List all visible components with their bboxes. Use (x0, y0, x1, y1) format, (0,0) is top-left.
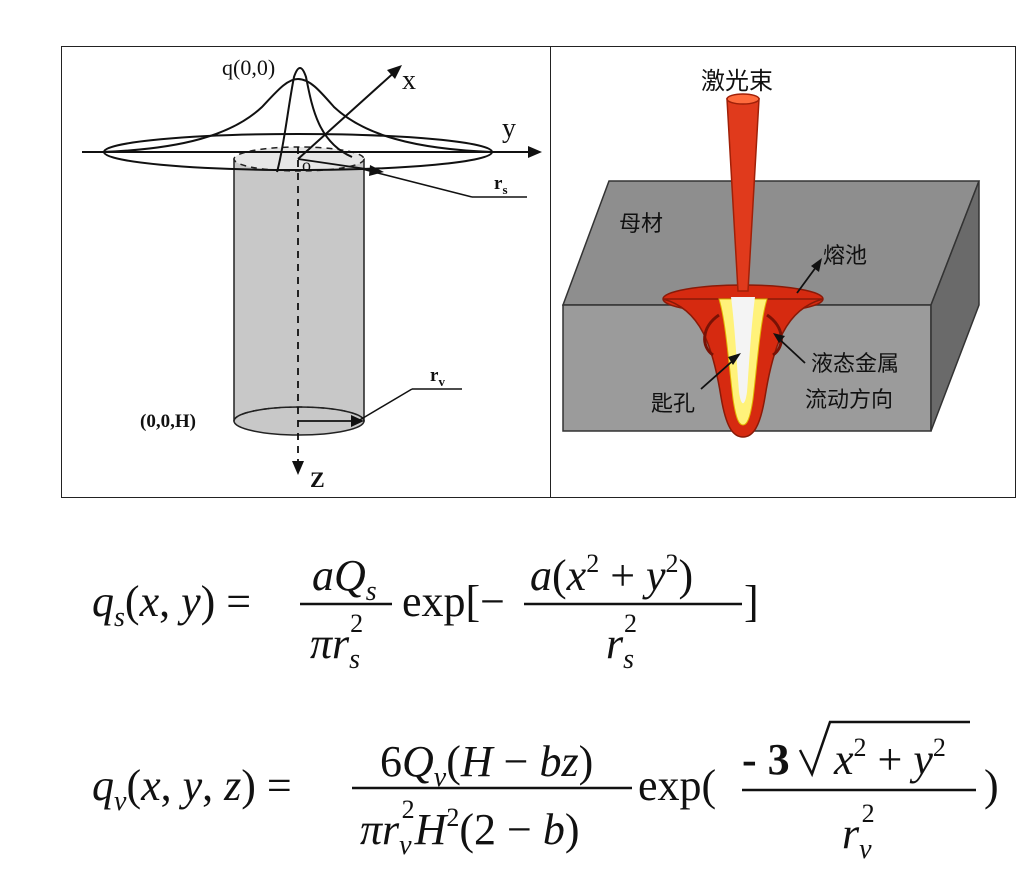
z-axis-arrow (292, 461, 304, 475)
pool-leader-head (811, 258, 822, 272)
volume-cylinder-bottom-back (233, 406, 365, 422)
laser-beam-label: 激光束 (701, 67, 773, 95)
x-axis-arrow (387, 65, 402, 79)
laser-welding-panel: 激光束 母材 熔池 液态金属 流动方向 匙孔 (550, 46, 1016, 498)
flow-arrow-left (703, 313, 720, 357)
laser-beam-top (726, 93, 760, 105)
heat-source-model-diagram: q(0,0) x y o rs rv (0,0,H) Z (82, 55, 542, 492)
volume-heat-formula: qv(x, y, z) = 6Qv(H − bz) πrv2H2(2 − b) … (0, 700, 1034, 870)
peak-label: q(0,0) (222, 55, 275, 80)
volume-heat-formula-svg: qv(x, y, z) = 6Qv(H − bz) πrv2H2(2 − b) … (92, 720, 999, 865)
y-axis-arrow (528, 146, 542, 158)
liquid-flow-label-1: 液态金属 (811, 352, 899, 377)
svg-text:- 3: - 3 (742, 735, 790, 784)
svg-text:rv2: rv2 (842, 799, 875, 865)
bottom-point-label: (0,0,H) (140, 411, 196, 432)
svg-text:exp[−: exp[− (402, 577, 505, 626)
rs-leader (361, 168, 473, 198)
rs-radius-arrow (297, 158, 381, 172)
molten-pool-label: 熔池 (823, 244, 867, 269)
svg-text:): ) (984, 761, 999, 810)
keyhole-core (731, 297, 755, 404)
svg-text:a(x2 + y2): a(x2 + y2) (530, 549, 693, 600)
svg-text:x2 + y2: x2 + y2 (833, 733, 946, 784)
svg-text:aQs: aQs (312, 551, 377, 607)
flow-leader (776, 336, 806, 364)
origin-label: o (302, 155, 311, 175)
base-metal-side (930, 180, 980, 432)
rs-arrow-head (369, 165, 384, 176)
rv-arrow-head (351, 415, 364, 427)
laser-welding-diagram: 激光束 母材 熔池 液态金属 流动方向 匙孔 (561, 67, 981, 438)
flow-leader-head (773, 333, 785, 343)
svg-text:πrs2: πrs2 (310, 609, 363, 675)
svg-text:qs(x, y) =: qs(x, y) = (92, 577, 251, 633)
gaussian-curve-y (101, 77, 493, 153)
y-axis-label: y (502, 113, 516, 144)
svg-text:exp(: exp( (638, 761, 716, 810)
svg-text:rs2: rs2 (606, 609, 637, 675)
volume-cylinder-body (233, 158, 365, 422)
rv-leader (357, 388, 413, 422)
svg-text:qv(x, y, z) =: qv(x, y, z) = (92, 761, 292, 817)
x-axis-label: x (402, 65, 416, 96)
surface-heat-formula: qs(x, y) = aQs πrs2 exp[− a(x2 + y2) rs2… (0, 520, 1034, 675)
x-axis-line (297, 68, 399, 160)
surface-heat-formula-svg: qs(x, y) = aQs πrs2 exp[− a(x2 + y2) rs2… (92, 549, 759, 675)
heat-source-model-panel: q(0,0) x y o rs rv (0,0,H) Z (61, 46, 551, 498)
rv-label: rv (430, 365, 445, 389)
base-metal-label: 母材 (619, 212, 663, 237)
svg-text:πrv2H2(2 − b): πrv2H2(2 − b) (360, 795, 580, 861)
keyhole-label: 匙孔 (651, 392, 695, 417)
svg-text:6Qv(H − bz): 6Qv(H − bz) (380, 737, 593, 793)
keyhole-leader (700, 356, 738, 390)
rs-label: rs (494, 173, 508, 197)
liquid-flow-label-2: 流动方向 (805, 388, 893, 413)
z-axis-label: Z (310, 467, 325, 492)
gaussian-curve-x (276, 67, 353, 173)
keyhole-leader-head (728, 353, 741, 365)
svg-text:]: ] (744, 577, 759, 626)
